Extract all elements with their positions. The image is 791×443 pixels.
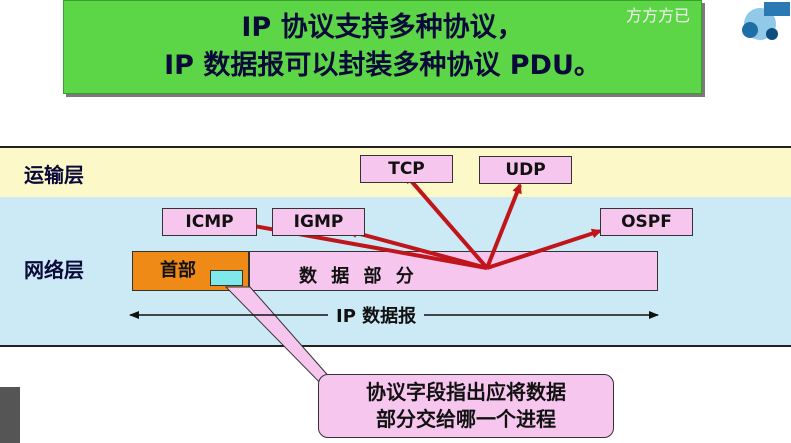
arrow-to-udp <box>485 183 522 269</box>
arrow-to-igmp <box>347 228 488 270</box>
watermark-text: 方方方已 <box>626 6 691 25</box>
icmp-box: ICMP <box>162 208 257 236</box>
transport-layer-label: 运输层 <box>24 163 84 187</box>
ip-datagram-label: IP 数据报 <box>328 302 425 328</box>
protocol-field-callout: 协议字段指出应将数据 部分交给哪一个进程 <box>318 374 614 438</box>
side-bar <box>0 387 20 443</box>
tcp-box: TCP <box>360 155 453 183</box>
ospf-box: OSPF <box>600 208 693 236</box>
arrow-to-ospf <box>486 228 602 270</box>
network-layer-label: 网络层 <box>24 258 84 282</box>
callout-line-2: 部分交给哪一个进程 <box>376 407 556 431</box>
igmp-box: IGMP <box>272 208 365 236</box>
callout-line-1: 协议字段指出应将数据 <box>366 380 566 404</box>
title-banner: IP 协议支持多种协议， IP 数据报可以封装多种协议 PDU。 <box>63 0 702 94</box>
callout-pointer <box>224 286 333 397</box>
packet-header-label: 首部 <box>160 260 196 281</box>
title-line-2: IP 数据报可以封装多种协议 PDU。 <box>164 50 601 81</box>
title-line-1: IP 协议支持多种协议， <box>241 12 524 43</box>
arrow-to-tcp <box>404 173 489 270</box>
logo-icon <box>742 2 790 40</box>
protocol-field-box <box>210 270 243 286</box>
packet-data-label: 数 据 部 分 <box>299 266 418 287</box>
udp-box: UDP <box>479 156 572 184</box>
